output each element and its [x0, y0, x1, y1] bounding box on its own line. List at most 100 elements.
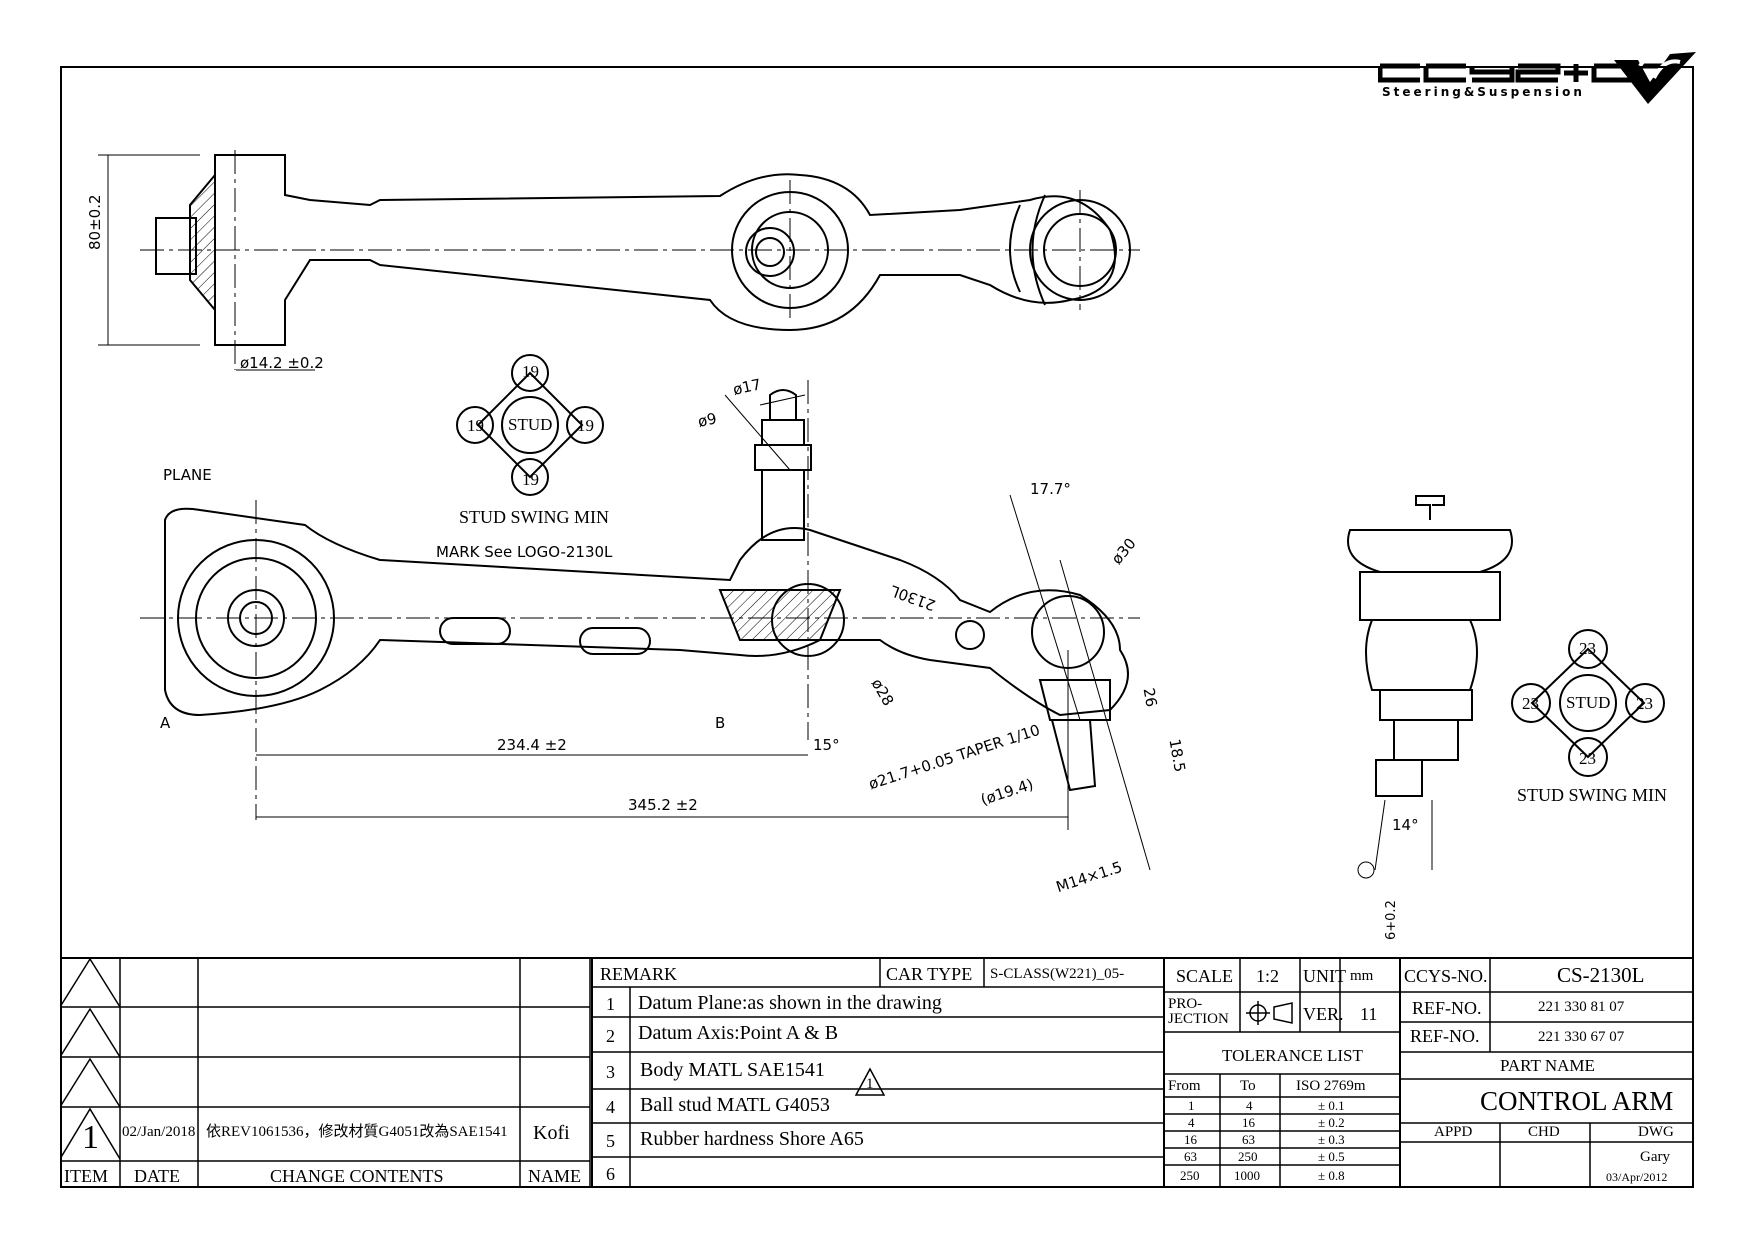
- dim-dia-14-2: ø14.2 ±0.2: [240, 354, 324, 372]
- swing-right-left: 23: [1522, 694, 1539, 713]
- point-b-label: B: [715, 714, 726, 732]
- title-block-grid: [60, 957, 1694, 1188]
- dim-len-345: 345.2 ±2: [628, 796, 698, 814]
- brand-tagline: Steering&Suspension: [1382, 85, 1585, 99]
- ver-value: 11: [1360, 1004, 1378, 1024]
- drawer-name: Gary: [1640, 1149, 1670, 1165]
- rev-header-change: CHANGE CONTENTS: [270, 1166, 444, 1186]
- ccys-no-label: CCYS-NO.: [1404, 966, 1488, 986]
- swing-left-caption: STUD SWING MIN: [459, 507, 609, 527]
- dim-18-5: 18.5: [1165, 737, 1189, 774]
- car-type-value: S-CLASS(W221)_05-: [990, 966, 1125, 982]
- dim-dia-9: ø9: [696, 409, 719, 431]
- ref-label-2: REF-NO.: [1410, 1026, 1480, 1046]
- top-view-centerlines: [98, 150, 1140, 371]
- tol-header-to: To: [1240, 1078, 1256, 1094]
- remark-header: REMARK: [600, 964, 678, 984]
- swing-left-bottom: 19: [522, 470, 539, 489]
- label-plane: PLANE: [163, 466, 212, 484]
- remark-text-2: Datum Axis:Point A & B: [638, 1022, 839, 1044]
- tol-row-5-value: ± 0.8: [1318, 1168, 1345, 1183]
- remark-text-1: Datum Plane:as shown in the drawing: [638, 992, 942, 1014]
- remark-text-5: Rubber hardness Shore A65: [640, 1128, 864, 1150]
- ref-value-2: 221 330 67 07: [1538, 1029, 1625, 1045]
- chd-label: CHD: [1528, 1124, 1560, 1140]
- rev-header-date: DATE: [134, 1166, 180, 1186]
- swing-right-center: STUD: [1566, 693, 1611, 712]
- rev-date: 02/Jan/2018: [122, 1124, 196, 1140]
- remark-no-1: 1: [606, 994, 615, 1014]
- dim-26: 26: [1139, 686, 1161, 709]
- point-a-label: A: [160, 714, 171, 732]
- tol-row-4-to: 250: [1238, 1149, 1258, 1164]
- rev-name: Kofi: [533, 1122, 570, 1144]
- dim-height-80: 80±0.2: [86, 194, 104, 250]
- remark-no-5: 5: [606, 1131, 615, 1151]
- rev-header-name: NAME: [528, 1166, 581, 1186]
- swing-left-top: 19: [522, 362, 539, 381]
- tol-header-from: From: [1168, 1078, 1201, 1094]
- projection-label: PRO- JECTION: [1168, 996, 1229, 1027]
- dim-len-234: 234.4 ±2: [497, 736, 567, 754]
- swing-right-top: 23: [1579, 639, 1596, 658]
- tol-row-4-value: ± 0.5: [1318, 1149, 1345, 1164]
- remark-no-4: 4: [606, 1097, 615, 1117]
- tol-row-3-to: 63: [1242, 1132, 1255, 1147]
- tol-row-2-value: ± 0.2: [1318, 1115, 1345, 1130]
- front-view: [164, 389, 1129, 792]
- tol-row-4-from: 63: [1184, 1149, 1197, 1164]
- brand-emblem: [1614, 52, 1696, 104]
- ref-label-1: REF-NO.: [1412, 998, 1482, 1018]
- remark-no-3: 3: [606, 1062, 615, 1082]
- car-type-label: CAR TYPE: [886, 964, 973, 984]
- remark-text-4: Ball stud MATL G4053: [640, 1094, 830, 1116]
- tol-row-3-value: ± 0.3: [1318, 1132, 1345, 1147]
- swing-left-left: 19: [467, 416, 484, 435]
- part-name-label: PART NAME: [1500, 1056, 1595, 1075]
- remark-no-2: 2: [606, 1026, 615, 1046]
- scale-label: SCALE: [1176, 966, 1234, 986]
- tol-row-1-value: ± 0.1: [1318, 1098, 1345, 1113]
- unit-label: UNIT: [1303, 966, 1346, 986]
- swing-right-bottom: 23: [1579, 749, 1596, 768]
- control-arm-drawing: [98, 150, 1665, 879]
- scale-value: 1:2: [1256, 966, 1280, 986]
- tol-row-1-to: 4: [1246, 1098, 1253, 1113]
- appd-label: APPD: [1434, 1124, 1473, 1140]
- remark-no-6: 6: [606, 1164, 615, 1184]
- ref-value-1: 221 330 81 07: [1538, 999, 1625, 1015]
- drawing-frame: [60, 66, 1694, 1188]
- remark-text-3: Body MATL SAE1541: [640, 1059, 825, 1081]
- label-mark: MARK See LOGO-2130L: [436, 543, 613, 561]
- swing-left-center: STUD: [508, 415, 553, 434]
- tol-row-5-from: 250: [1180, 1168, 1200, 1183]
- rev-change: 依REV1061536，修改材質G4051改為SAE1541: [206, 1124, 508, 1140]
- dim-angle-15: 15°: [813, 736, 840, 754]
- tol-row-5-to: 1000: [1234, 1168, 1260, 1183]
- tol-header-iso: ISO 2769m: [1296, 1078, 1366, 1094]
- tol-row-3-from: 16: [1184, 1132, 1197, 1147]
- front-view-dims: [140, 380, 1151, 871]
- dim-angle-17-7: 17.7°: [1030, 480, 1071, 498]
- tol-row-1-from: 1: [1188, 1098, 1195, 1113]
- rev-mark: 1: [82, 1119, 99, 1156]
- tolerance-title: TOLERANCE LIST: [1222, 1046, 1363, 1065]
- swing-right-caption: STUD SWING MIN: [1517, 785, 1667, 805]
- unit-value: mm: [1350, 968, 1374, 984]
- tol-row-2-from: 4: [1188, 1115, 1195, 1130]
- part-name-value: CONTROL ARM: [1480, 1086, 1674, 1116]
- rev-header-item: ITEM: [64, 1166, 108, 1186]
- tol-row-2-to: 16: [1242, 1115, 1255, 1130]
- swing-left-right: 19: [577, 416, 594, 435]
- title-block: 1 02/Jan/2018 依REV1061536，修改材質G4051改為SAE…: [60, 957, 1694, 1188]
- dwg-label: DWG: [1638, 1124, 1674, 1140]
- remark-rev-mark: 1: [866, 1076, 874, 1092]
- drawn-date: 03/Apr/2012: [1606, 1170, 1668, 1184]
- swing-right-right: 23: [1636, 694, 1653, 713]
- dim-angle-14: 14°: [1392, 816, 1419, 834]
- dim-6: 6+0.2: [1384, 900, 1399, 940]
- ccys-no-value: CS-2130L: [1557, 963, 1645, 987]
- swing-diagram-left: [456, 354, 604, 496]
- side-view: [1347, 495, 1513, 879]
- swing-diagram-right: [1511, 629, 1665, 777]
